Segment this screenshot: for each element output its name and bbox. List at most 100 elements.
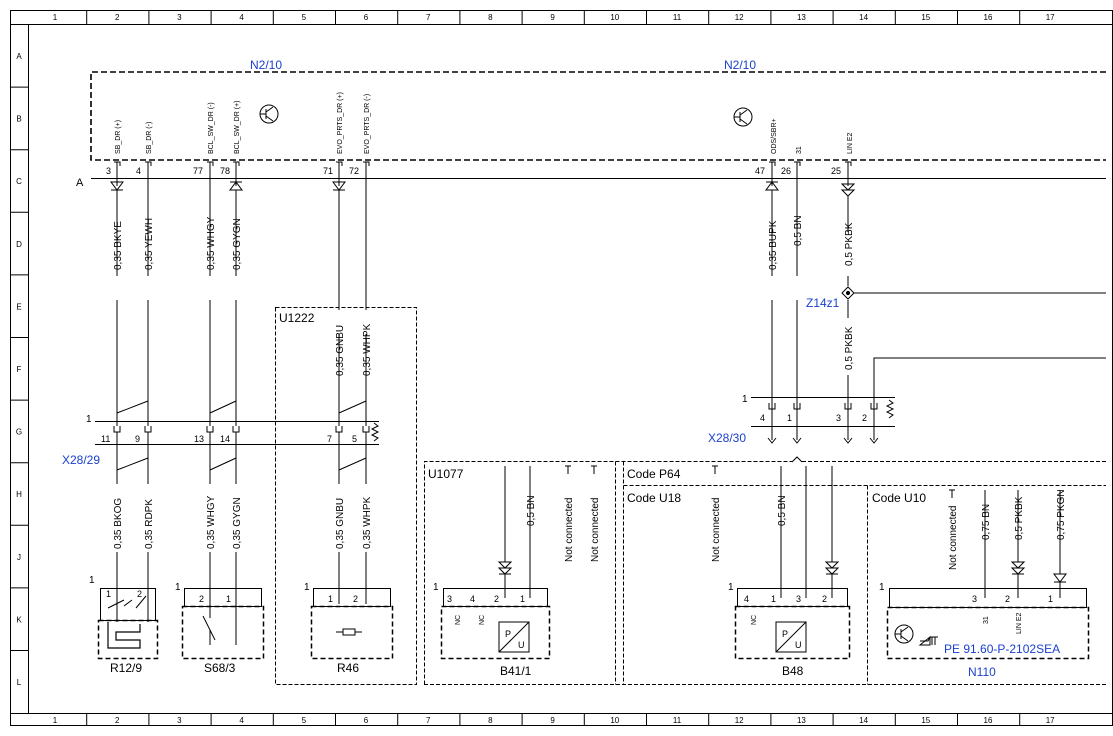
- column-label: 10: [610, 716, 619, 725]
- code-u10-label: Code U10: [872, 491, 926, 505]
- column-label: 11: [673, 716, 682, 725]
- b48-wires: [712, 465, 840, 598]
- wire-label: 0,35 GNBU: [335, 325, 346, 376]
- column-label: 1: [53, 716, 58, 725]
- n2-10-pins: SB_DR (+) SB_DR (-) BCL_SW_DR (-) BCL_SW…: [115, 92, 854, 154]
- pin-number: 4: [136, 166, 141, 176]
- column-label: 15: [921, 716, 930, 725]
- pointing-hand-icon: [918, 635, 938, 646]
- r46-pin: 2: [353, 594, 358, 604]
- b48-wire-labels: Not connected 0,5 BN: [711, 495, 788, 562]
- frame: [10, 10, 1113, 726]
- pin-signal: BCL_SW_DR (+): [234, 101, 241, 154]
- u1077-label: U1077: [428, 467, 464, 481]
- column-label: 8: [488, 13, 493, 22]
- column-label: 8: [488, 716, 493, 725]
- row-label: A: [16, 52, 22, 61]
- pin-number: 72: [349, 166, 359, 176]
- pe-reference: PE 91.60-P-2102SEA: [944, 642, 1060, 656]
- n110-component: [886, 588, 1090, 660]
- wire-label: 0,75 BN: [981, 504, 992, 540]
- transistor-icon: [894, 624, 914, 644]
- pin-number: 1: [787, 413, 792, 423]
- pin-number: 9: [135, 434, 140, 444]
- column-label: 9: [550, 716, 555, 725]
- b41-1-one: 1: [433, 582, 439, 593]
- pin-number: 25: [831, 166, 841, 176]
- wire-label: Not connected: [711, 498, 722, 563]
- n110-pin-signal: LIN E2: [1016, 612, 1023, 634]
- column-label: 13: [797, 13, 806, 22]
- r12-9-pin: 1: [106, 589, 111, 599]
- pin-signal: EVO_PRTS_DR (-): [364, 94, 371, 154]
- column-label: 4: [239, 13, 244, 22]
- column-label: 6: [364, 13, 369, 22]
- pin-number: 13: [194, 434, 204, 444]
- r12-9-pin: 2: [137, 589, 142, 599]
- n2-10-label-left: N2/10: [250, 58, 282, 72]
- column-label: 5: [302, 716, 307, 725]
- n110-one: 1: [879, 582, 885, 593]
- b48-label: B48: [782, 664, 804, 678]
- r12-9-label: R12/9: [110, 661, 142, 675]
- b41-1-pins: 3 4 2 1: [447, 594, 525, 604]
- wire-label: Not connected: [948, 506, 959, 571]
- pin-signal: BCL_SW_DR (-): [208, 102, 215, 154]
- wire-label: 0,5 BN: [793, 215, 804, 246]
- transistor-icon: [733, 107, 753, 127]
- n110-wires: [949, 489, 1067, 598]
- row-label: J: [17, 553, 21, 562]
- pin-number: 78: [220, 166, 230, 176]
- column-label: 3: [177, 13, 182, 22]
- wire-label: 0,35 BKOG: [113, 498, 124, 549]
- column-label: 9: [550, 13, 555, 22]
- b48-pins: 4 1 3 2: [744, 594, 827, 604]
- wire-label: Not connected: [590, 498, 601, 563]
- row-label: K: [16, 615, 22, 624]
- n2-10-label-right: N2/10: [724, 58, 756, 72]
- column-label: 17: [1046, 716, 1055, 725]
- u1222-label: U1222: [279, 311, 315, 325]
- pin-number: 3: [447, 594, 452, 604]
- n2-10-module: [90, 71, 1106, 179]
- column-label: 11: [673, 13, 682, 22]
- wire-label: 0,35 RDPK: [144, 499, 155, 549]
- s68-3-component: [181, 588, 265, 660]
- pin-number: 4: [744, 594, 749, 604]
- r12-9-one: 1: [89, 575, 95, 586]
- r46-pin: 1: [328, 594, 333, 604]
- b48-one: 1: [728, 582, 734, 593]
- column-label: 7: [426, 13, 431, 22]
- row-label: C: [16, 177, 22, 186]
- lower-wire-labels: 0,35 BKOG 0,35 RDPK 0,35 WHGY 0,35 GYGN …: [113, 495, 373, 549]
- x28-29-label: X28/29: [62, 453, 100, 467]
- pin-signal: LIN E2: [847, 132, 854, 154]
- wire-label: 0,35 GYGN: [232, 218, 243, 270]
- wire-label: 0,35 WHGY: [206, 495, 217, 549]
- b48-component: [734, 588, 851, 660]
- pin-signal: EVO_PRTS_DR (+): [337, 92, 344, 154]
- pin-number: 4: [470, 594, 475, 604]
- pin-signal: SB_DR (+): [115, 120, 122, 154]
- row-label: F: [17, 365, 22, 374]
- column-label: 16: [984, 716, 993, 725]
- pin-number: 14: [220, 434, 230, 444]
- splice-icon: [841, 286, 855, 300]
- r12-9-component: [97, 588, 159, 660]
- pin-number: 2: [862, 413, 867, 423]
- pin-number: 2: [822, 594, 827, 604]
- wire-label: 0,35 GNBU: [335, 498, 346, 549]
- sensor-p: P: [505, 629, 511, 639]
- nc-label: NC: [751, 615, 758, 625]
- wire-label: 0,35 WHPK: [362, 496, 373, 549]
- code-p64-label: Code P64: [627, 467, 681, 481]
- pin-number: 11: [101, 434, 110, 444]
- column-label: 14: [859, 13, 868, 22]
- pin-signal: ODS/SBR+: [771, 118, 778, 154]
- wire-label: 0,5 PKBK: [1014, 496, 1025, 540]
- pin-number: 7: [327, 434, 332, 444]
- s68-3-pin: 1: [226, 594, 231, 604]
- pin-number: 1: [1048, 594, 1053, 604]
